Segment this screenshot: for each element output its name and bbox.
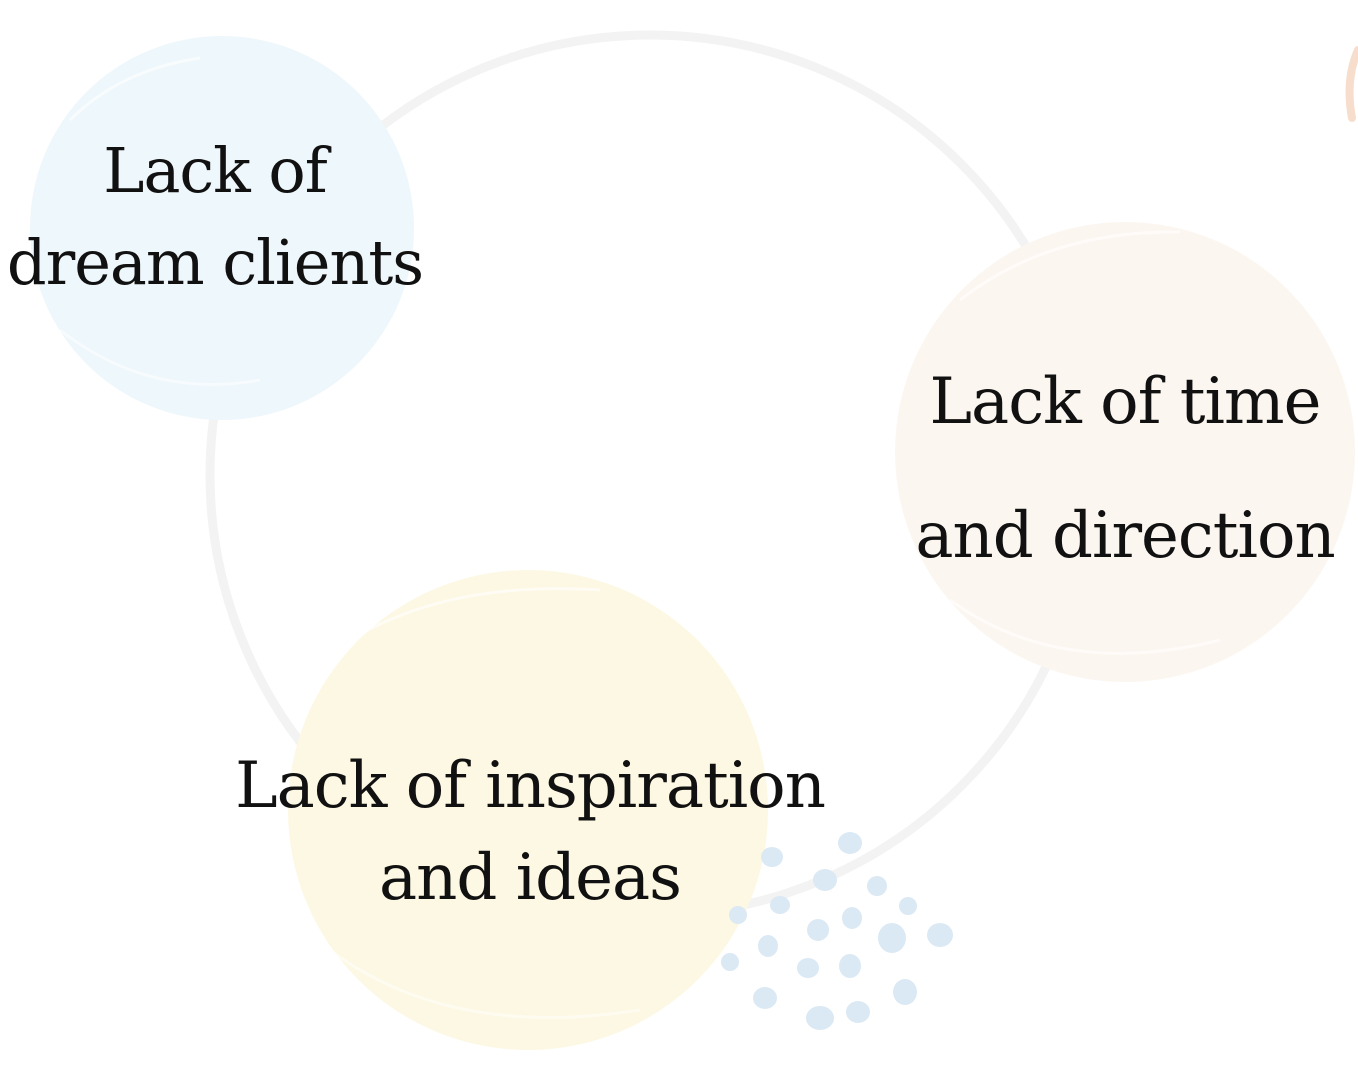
node-label-line: Lack of inspiration <box>235 749 826 823</box>
node-label-inspiration-ideas: Lack of inspiration and ideas <box>220 740 840 924</box>
node-label-line: Lack of <box>103 134 327 207</box>
node-circle-time <box>895 222 1355 682</box>
node-circle-clients <box>30 36 414 420</box>
brush-stroke <box>959 230 1181 302</box>
corner-arc <box>1345 46 1358 122</box>
brush-stroke <box>349 587 601 642</box>
brush-stroke <box>949 598 1221 655</box>
brush-stroke <box>59 328 261 386</box>
brush-stroke <box>68 56 201 122</box>
node-label-line: and ideas <box>379 841 682 915</box>
node-label-line: dream clients <box>6 226 424 299</box>
node-circle-ideas <box>288 570 768 1050</box>
node-label-dream-clients: Lack of dream clients <box>0 125 430 309</box>
node-label-line: and direction <box>915 499 1335 573</box>
node-label-time-direction: Lack of time and direction <box>900 335 1350 603</box>
dot-pattern <box>721 832 953 1030</box>
brush-stroke <box>329 948 641 1019</box>
node-label-line: Lack of time <box>929 365 1322 439</box>
